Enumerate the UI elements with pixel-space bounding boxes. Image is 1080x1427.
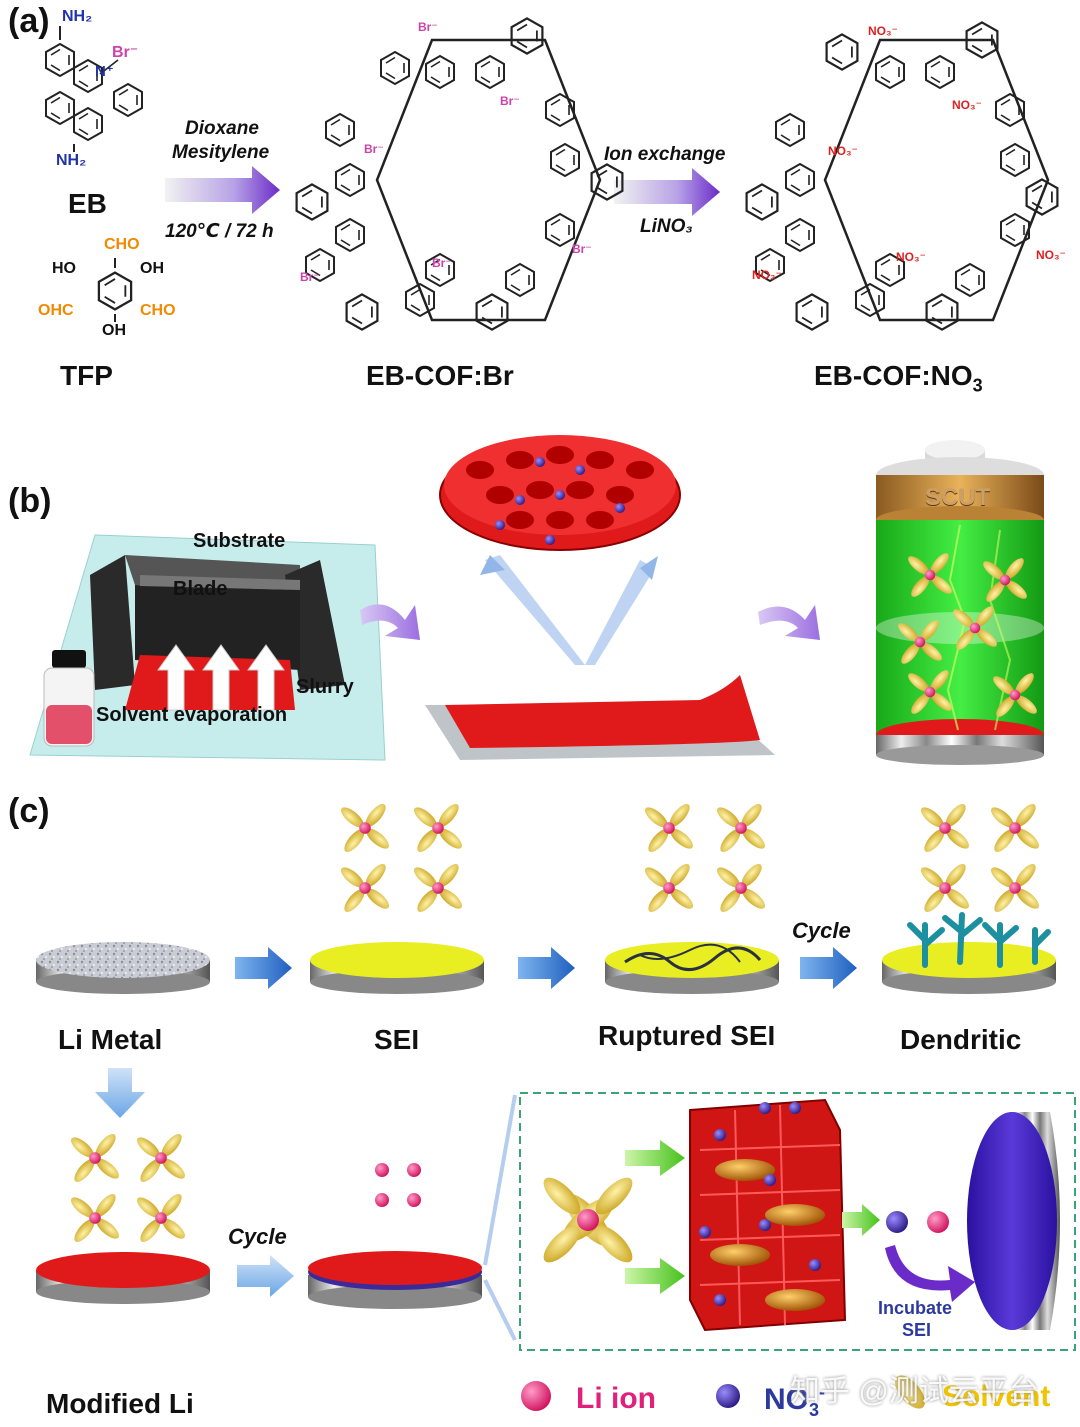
eb-nplus: N⁺ xyxy=(95,63,114,80)
solvated-li xyxy=(543,1177,633,1263)
evaporation-arrows xyxy=(157,644,285,711)
cof-no3-label: EB-COF:NO3 xyxy=(814,360,983,397)
cof-film xyxy=(425,675,775,760)
cof-no3-ion-1: NO₃⁻ xyxy=(868,24,898,38)
modified-li-label: Modified Li xyxy=(46,1388,194,1419)
reaction-arrow-2 xyxy=(614,168,720,216)
tfp-molecule xyxy=(97,258,133,322)
reaction-arrow-1 xyxy=(165,166,280,214)
legend-li-ion-marker xyxy=(521,1381,551,1411)
legend-no3-sup: - xyxy=(819,1382,826,1402)
cycle-label-2: Cycle xyxy=(228,1224,287,1249)
cof-no3-ion-2: NO₃⁻ xyxy=(952,98,982,112)
zoom-rays xyxy=(480,555,658,665)
cof-lattice xyxy=(439,435,681,551)
cof-br-framework xyxy=(295,17,624,331)
tfp-oh-bottom: OH xyxy=(102,322,126,339)
battery xyxy=(876,440,1044,765)
cof-br-ion-4: Br⁻ xyxy=(572,242,592,256)
reaction-conditions: 120℃ / 72 h xyxy=(165,221,274,242)
dendritic-disc xyxy=(882,912,1056,994)
battery-brand: SCUT xyxy=(925,484,991,511)
ruptured-sei-disc xyxy=(605,942,779,994)
panel-label-a: (a) xyxy=(8,2,50,40)
solvent-dioxane: Dioxane xyxy=(185,118,259,139)
ruptured-sei-label: Ruptured SEI xyxy=(598,1020,776,1051)
cof-block xyxy=(689,1098,847,1332)
cof-no3-label-prefix: EB-COF:NO xyxy=(814,360,973,391)
tfp-oh: OH xyxy=(140,260,164,277)
incubate-arrow xyxy=(885,1245,975,1302)
arrow-c4 xyxy=(237,1255,294,1297)
arrow-c3 xyxy=(800,947,857,989)
tfp-ohc: OHC xyxy=(38,302,74,319)
cof-no3-ion-4: NO₃⁻ xyxy=(1036,248,1066,262)
legend-solvent: Solvent xyxy=(942,1380,1051,1413)
arrow-c2 xyxy=(518,947,575,989)
legend-li-ion: Li ion xyxy=(576,1382,656,1415)
eb-label: EB xyxy=(68,188,107,219)
legend-solvent-marker xyxy=(895,1375,925,1409)
cof-br-ion-1: Br⁻ xyxy=(418,20,438,34)
sei-disc-purple xyxy=(967,1112,1060,1330)
eb-nh2-top: NH₂ xyxy=(62,8,93,25)
cof-br-label: EB-COF:Br xyxy=(366,360,514,391)
eb-counterion: Br⁻ xyxy=(112,44,139,61)
cof-no3-ion-5: NO₃⁻ xyxy=(896,250,926,264)
cof-no3-ion-6: NO₃⁻ xyxy=(752,268,782,282)
cof-br-ion-3: Br⁻ xyxy=(364,142,384,156)
arrow-c1 xyxy=(235,947,292,989)
sei-label: SEI xyxy=(374,1024,420,1055)
panel-label-c: (c) xyxy=(8,792,50,830)
sei-disc xyxy=(310,942,484,994)
cof-no3-framework xyxy=(745,21,1059,331)
process-arrow-1 xyxy=(360,604,420,640)
ion-exchange-label: Ion exchange xyxy=(604,144,726,165)
eb-molecule xyxy=(45,26,143,152)
cof-br-ion-6: Br⁻ xyxy=(300,270,320,284)
green-arrow-2 xyxy=(625,1258,685,1294)
dendritic-label: Dendritic xyxy=(900,1024,1022,1055)
panel-label-b: (b) xyxy=(8,482,52,520)
green-arrow-1 xyxy=(625,1140,685,1176)
blade-label: Blade xyxy=(173,578,228,600)
modified-li-disc xyxy=(36,1252,210,1304)
incubate-label: Incubate xyxy=(878,1298,953,1318)
arrow-down xyxy=(95,1068,145,1118)
tfp-cho-top: CHO xyxy=(104,236,140,253)
legend-no3-prefix: NO xyxy=(764,1383,809,1416)
cycle-label-1: Cycle xyxy=(792,918,851,943)
solvent-mesitylene: Mesitylene xyxy=(172,142,270,163)
green-arrow-3 xyxy=(842,1204,880,1236)
eb-nh2-bottom: NH₂ xyxy=(56,152,87,169)
legend-no3-marker xyxy=(716,1384,740,1408)
lino3-label: LiNO₃ xyxy=(640,216,693,237)
li-metal-disc xyxy=(36,942,210,994)
cof-no3-ion-3: NO₃⁻ xyxy=(828,144,858,158)
tfp-label: TFP xyxy=(60,360,113,391)
cof-no3-label-sub: 3 xyxy=(972,375,983,396)
tfp-ho: HO xyxy=(52,260,76,277)
tfp-cho-right: CHO xyxy=(140,302,176,319)
zoom-box xyxy=(519,1092,1076,1351)
substrate-label: Substrate xyxy=(193,530,286,552)
incubate-sei-label: SEI xyxy=(902,1320,932,1340)
legend-no3: NO3- xyxy=(764,1382,825,1421)
legend-no3-sub: 3 xyxy=(809,1400,820,1420)
li-metal-label: Li Metal xyxy=(58,1024,163,1055)
cof-br-ion-5: Br⁻ xyxy=(432,256,452,270)
cycled-modified-disc xyxy=(308,1163,482,1309)
solvent-evaporation-label: Solvent evaporation xyxy=(96,704,288,726)
solvent-vial xyxy=(43,650,95,747)
watermark: 知乎 @测试云平台 xyxy=(790,1375,1039,1408)
cof-br-ion-2: Br⁻ xyxy=(500,94,520,108)
slurry-label: Slurry xyxy=(296,676,354,698)
process-arrow-2 xyxy=(758,605,820,640)
